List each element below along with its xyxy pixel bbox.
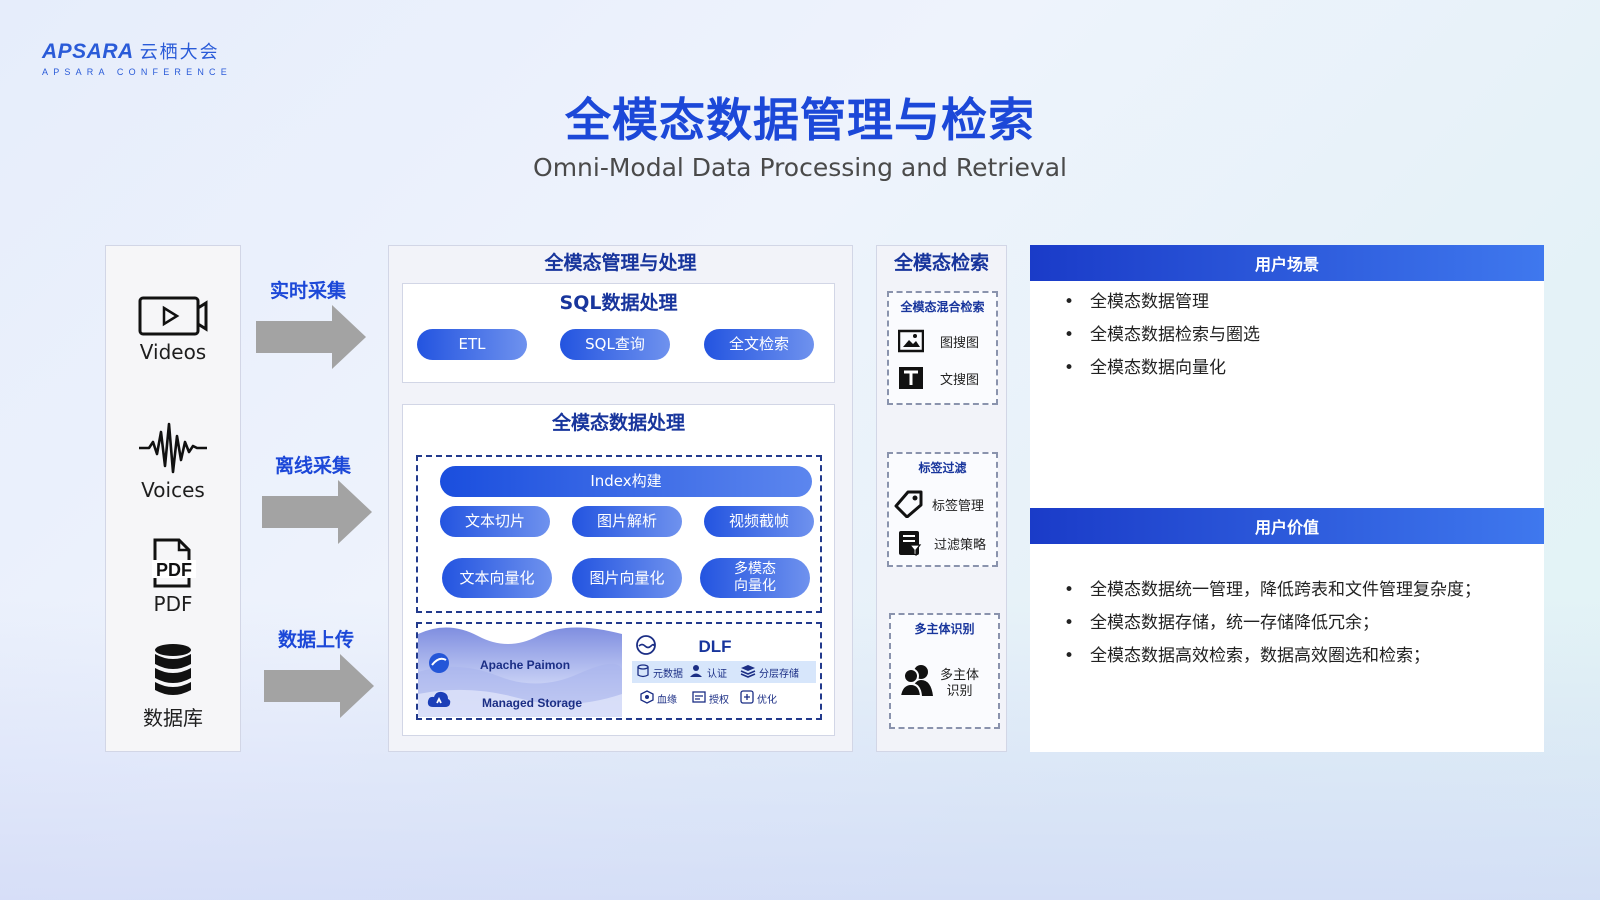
multi-entity-title: 多主体识别 [914,622,975,636]
user-value-list: 全模态数据统一管理，降低跨表和文件管理复杂度； 全模态数据存储，统一存储降低冗余… [1062,574,1481,673]
user-auth-icon [690,664,704,681]
retrieval-item-label: 标签管理 [932,498,985,514]
retrieval-item-label: 过滤策略 [934,537,987,553]
optimize-icon [740,690,754,707]
paimon-wave-panel: Apache Paimon Managed Storage [418,624,622,717]
user-scenarios-list: 全模态数据管理 全模态数据检索与圈选 全模态数据向量化 [1062,286,1260,385]
cloud-storage-icon [427,691,451,707]
source-label: PDF [153,592,193,616]
text-search-icon [899,367,923,389]
multi-entity-line2: 识别 [946,684,973,699]
source-label: 数据库 [143,706,203,730]
dlf-label: DLF [698,637,732,656]
authorization-icon [692,690,706,707]
retrieval-item-label: 图搜图 [940,335,980,351]
image-vectorize-pill: 图片向量化 [572,558,682,598]
database-icon [155,644,191,695]
offline-ingest-label: 离线采集 [274,455,351,477]
fulltext-search-pill: 全文检索 [704,329,814,360]
filter-policy-item: 过滤策略 [898,530,986,556]
dlf-tiered-storage: 分层存储 [740,664,799,681]
right-arrow-icon [262,480,372,544]
dlf-item-label: 分层存储 [759,669,799,680]
upload-label: 数据上传 [277,629,354,651]
retrieval-item-label: 文搜图 [940,372,980,388]
sql-query-pill: SQL查询 [560,329,670,360]
source-pdf: PDF PDF [105,538,241,616]
logo-text-cn: 云栖大会 [139,42,220,63]
source-database: 数据库 [105,642,241,731]
user-value-header: 用户价值 [1030,508,1544,544]
source-label: Voices [141,478,205,502]
video-icon [138,296,208,336]
logo-text-en: APSARA [42,40,134,63]
dlf-lineage: 血缘 [640,690,677,707]
text-to-image-item: 文搜图 [898,366,979,390]
paimon-logo-icon [429,653,449,673]
realtime-ingest-label: 实时采集 [269,280,346,302]
source-label: Videos [139,340,207,364]
sql-processing-title: SQL数据处理 [559,292,678,314]
dlf-item-label: 血缘 [657,695,677,706]
right-arrow-icon [256,305,366,369]
storage-dashed-group [416,622,822,720]
tag-filter-title: 标签过滤 [918,461,967,475]
dlf-metadata: 元数据 [636,664,683,681]
user-scenarios-header: 用户场景 [1030,245,1544,281]
right-arrow-icon [264,654,374,718]
dlf-item-label: 元数据 [653,669,683,680]
text-vectorize-pill: 文本向量化 [442,558,552,598]
text-chunk-pill: 文本切片 [440,506,550,537]
dlf-item-label: 优化 [757,695,777,706]
pdf-icon: PDF [152,538,196,588]
list-item: 全模态数据统一管理，降低跨表和文件管理复杂度； [1062,574,1481,607]
etl-pill: ETL [417,329,527,360]
waveform-icon [139,422,207,474]
index-build-pill: Index构建 [440,466,812,497]
lineage-icon [640,690,654,707]
list-item: 全模态数据管理 [1062,286,1260,319]
page-title: 全模态数据管理与检索 [565,93,1035,147]
dlf-highlight-band [632,661,816,683]
wave-background [418,627,622,717]
list-item: 全模态数据高效检索，数据高效圈选和检索； [1062,640,1481,673]
source-videos: Videos [105,292,241,364]
omni-processing-title: 全模态数据处理 [551,412,685,434]
hybrid-search-title: 全模态混合检索 [900,300,985,314]
image-to-image-item: 图搜图 [898,329,979,353]
image-search-icon [898,329,924,353]
list-item: 全模态数据向量化 [1062,352,1260,385]
logo-subtext: APSARA CONFERENCE [42,67,232,77]
svg-text:PDF: PDF [156,560,192,580]
apsara-logo: APSARA 云栖大会 APSARA CONFERENCE [42,38,232,77]
multimodal-line2: 向量化 [734,578,776,594]
dlf-item-label: 授权 [709,695,729,706]
multi-entity-text: 多主体 识别 [940,668,979,700]
dlf-logo-icon [636,635,656,655]
processing-dashed-group [416,455,822,613]
multi-person-icon [899,665,933,697]
list-item: 全模态数据存储，统一存储降低冗余； [1062,607,1481,640]
layers-icon [740,664,756,681]
image-parse-pill: 图片解析 [572,506,682,537]
dlf-item-label: 认证 [707,669,727,680]
page-subtitle: Omni-Modal Data Processing and Retrieval [533,153,1067,182]
management-title: 全模态管理与处理 [544,252,697,274]
retrieval-title: 全模态检索 [893,252,989,274]
multi-entity-line1: 多主体 [940,668,980,683]
multimodal-line1: 多模态 [734,561,776,577]
dlf-auth: 认证 [690,664,727,681]
multimodal-vectorize-pill: 多模态 向量化 [700,558,810,598]
list-item: 全模态数据检索与圈选 [1062,319,1260,352]
dlf-optimize: 优化 [740,690,777,707]
filter-policy-icon [899,531,922,556]
tag-icon [894,490,923,518]
tag-management-item: 标签管理 [894,490,984,518]
source-voices: Voices [105,420,241,502]
managed-storage-label: Managed Storage [482,696,583,710]
paimon-label: Apache Paimon [480,658,571,672]
video-frame-pill: 视频截帧 [704,506,814,537]
database-small-icon [636,664,650,681]
dlf-authorization: 授权 [692,690,729,707]
